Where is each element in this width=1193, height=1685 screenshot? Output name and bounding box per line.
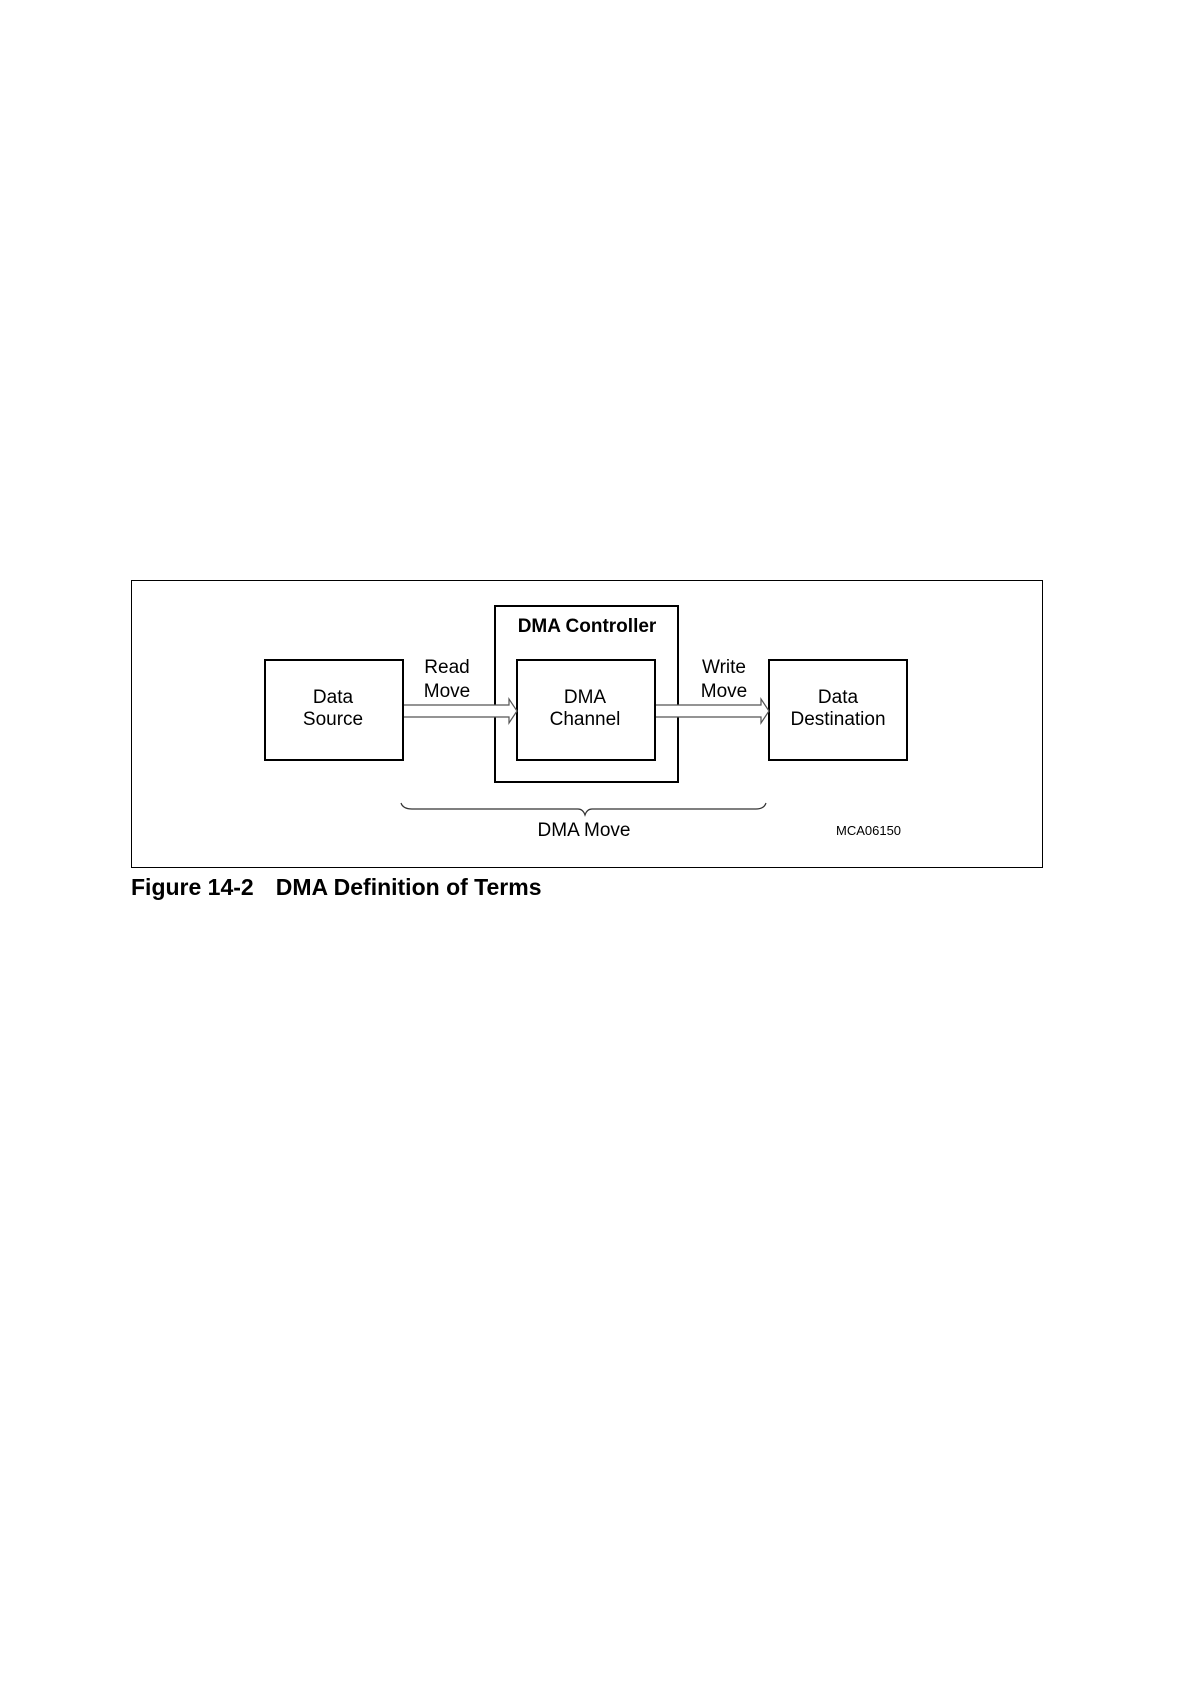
data-source-line-2: Source bbox=[302, 709, 364, 730]
data-source-line-1: Data bbox=[312, 687, 354, 708]
dma-move-label: DMA Move bbox=[537, 820, 631, 841]
read-move-line-1: Read bbox=[424, 657, 470, 678]
write-move-arrow bbox=[656, 697, 770, 725]
dma-channel-line-2: Channel bbox=[549, 709, 621, 730]
write-move-line-2: Move bbox=[700, 681, 748, 702]
data-source-box bbox=[264, 659, 404, 761]
write-move-line-1: Write bbox=[702, 657, 746, 678]
read-move-label: Read Move bbox=[424, 656, 470, 704]
dma-channel-line-1: DMA bbox=[563, 687, 607, 708]
dma-controller-box bbox=[494, 605, 679, 783]
figure-frame bbox=[131, 580, 1043, 868]
read-move-arrow bbox=[404, 697, 518, 725]
dma-controller-label: DMA Controller bbox=[517, 616, 657, 637]
write-move-label: Write Move bbox=[701, 656, 747, 704]
figure-number: Figure 14-2 bbox=[131, 874, 254, 900]
read-move-line-2: Move bbox=[423, 681, 471, 702]
dma-channel-label: DMA Channel bbox=[550, 687, 621, 731]
data-source-label: Data Source bbox=[303, 687, 363, 731]
figure-caption: Figure 14-2 DMA Definition of Terms bbox=[131, 874, 542, 901]
data-destination-line-1: Data bbox=[817, 687, 859, 708]
data-destination-label: Data Destination bbox=[790, 687, 885, 731]
figure-code: MCA06150 bbox=[836, 823, 902, 838]
data-destination-line-2: Destination bbox=[790, 709, 886, 730]
figure-title: DMA Definition of Terms bbox=[275, 874, 542, 900]
dma-move-brace bbox=[400, 802, 767, 817]
